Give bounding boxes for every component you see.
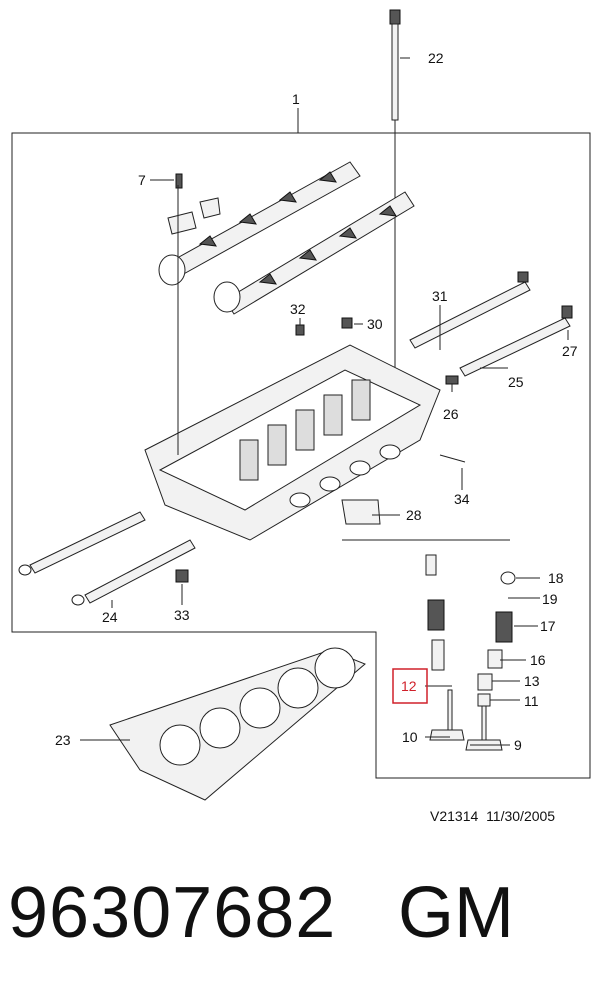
callout-30: 30 [367, 316, 383, 332]
stud-24 [71, 539, 196, 606]
callout-22: 22 [428, 50, 444, 66]
part-number: 96307682 [8, 873, 337, 953]
camshaft-exhaust [213, 191, 415, 315]
assembly-frame [11, 132, 591, 779]
ref-code: V21314 [430, 808, 479, 824]
nut-33 [175, 569, 189, 583]
head-gasket-23 [109, 647, 366, 801]
callout-labels: 22 1 7 32 30 31 27 25 26 34 28 24 33 18 … [55, 50, 578, 753]
cam-caps [167, 173, 221, 235]
callout-17: 17 [540, 618, 556, 634]
callout-28: 28 [406, 507, 422, 523]
washer-30 [341, 317, 353, 329]
callout-32: 32 [290, 301, 306, 317]
callout-11: 11 [524, 693, 539, 709]
callout-16: 16 [530, 652, 546, 668]
callout-10: 10 [402, 729, 418, 745]
callout-13: 13 [524, 673, 540, 689]
callout-23: 23 [55, 732, 71, 748]
callout-7: 7 [138, 172, 146, 188]
spring-26 [445, 375, 459, 385]
plug-32 [295, 324, 305, 336]
callout-26: 26 [443, 406, 459, 422]
callout-25: 25 [508, 374, 524, 390]
callout-18: 18 [548, 570, 564, 586]
stud-31 [409, 271, 531, 349]
callout-27: 27 [562, 343, 578, 359]
bracket-28 [341, 499, 381, 525]
cylinder-head [144, 344, 441, 541]
highlight-box-12 [392, 668, 428, 704]
diagram-reference: V21314 11/30/2005 [430, 808, 555, 824]
callout-19: 19 [542, 591, 558, 607]
callout-24: 24 [102, 609, 118, 625]
callout-12: 12 [401, 678, 417, 694]
callout-34: 34 [454, 491, 470, 507]
callout-33: 33 [174, 607, 190, 623]
ref-date: 11/30/2005 [486, 808, 556, 824]
head-bolt-22 [389, 9, 401, 375]
leader-lines [80, 57, 569, 746]
bolt-34 [439, 454, 466, 463]
callout-1: 1 [292, 91, 300, 107]
stud-left-upper [18, 511, 146, 576]
callout-9: 9 [514, 737, 522, 753]
stud-25 [459, 305, 573, 377]
manufacturer-name: GM [398, 873, 514, 953]
callout-31: 31 [432, 288, 448, 304]
valve-train [425, 554, 516, 751]
